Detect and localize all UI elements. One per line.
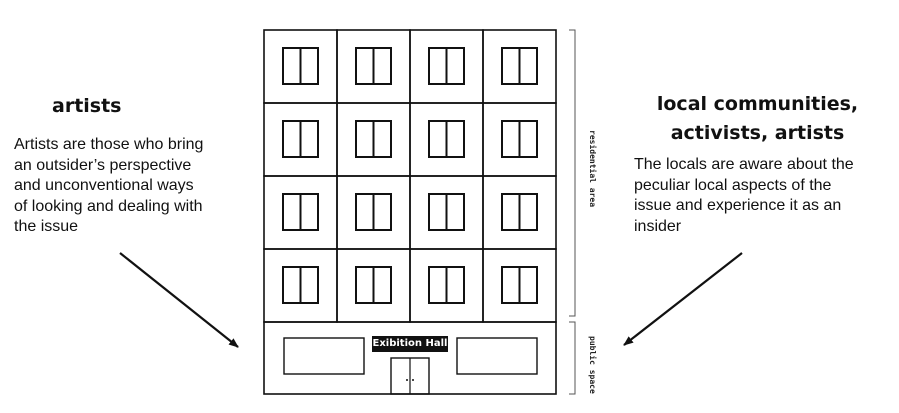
artists-description-line: the issue [14,218,79,235]
entrance-door [390,357,430,395]
artists-description-line: an outsider’s perspective [14,156,192,174]
public-bracket [569,321,576,395]
left-arrow [119,252,239,348]
locals-description-line: peculiar local aspects of the [634,176,832,194]
locals-heading: local communities, activists, artists [650,90,865,148]
right-arrow [623,252,743,346]
locals-description-line: insider [634,217,682,235]
residential-floors [263,29,557,323]
residential-bracket [569,29,576,317]
public-space-label: public space [588,336,597,394]
shop-window-right [456,337,538,375]
locals-description: The locals are aware about the peculiar … [634,155,894,237]
locals-description-line: issue and experience it as an [634,197,842,214]
artists-description-line: Artists are those who bring [14,136,204,153]
shop-window-left [283,337,365,375]
locals-description-line: The locals are aware about the [634,156,854,173]
artists-description-line: and unconventional ways [14,177,194,194]
artists-heading: artists [52,95,122,117]
artists-description: Artists are those who bring an outsider’… [14,135,254,238]
residential-area-label: residential area [588,130,597,208]
artists-description-line: of looking and dealing with [14,197,203,215]
locals-heading-line: activists, artists [670,122,845,144]
locals-heading-line: local communities, [656,93,859,115]
exhibition-hall-sign: Exibition Hall [372,336,448,352]
